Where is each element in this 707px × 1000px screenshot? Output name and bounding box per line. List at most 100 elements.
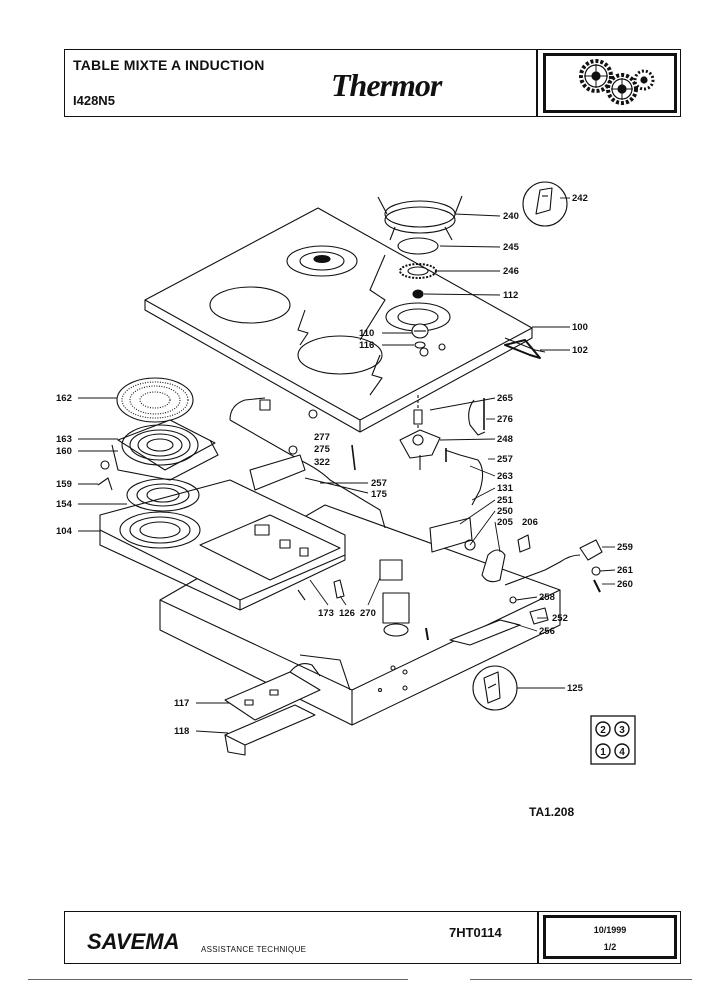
support-clip xyxy=(522,181,568,227)
part-label-270: 270 xyxy=(360,608,376,619)
part-label-252: 252 xyxy=(552,613,568,624)
gas-pipe xyxy=(444,449,484,506)
title-block: TABLE MIXTE A INDUCTION I428N5 Thermor xyxy=(64,49,681,117)
part-label-102: 102 xyxy=(572,345,588,356)
part-label-100: 100 xyxy=(572,322,588,333)
part-label-257-top: 257 xyxy=(497,454,513,465)
part-label-160: 160 xyxy=(56,446,72,457)
part-label-175: 175 xyxy=(371,489,388,500)
part-label-251: 251 xyxy=(497,495,514,506)
clamp-159 xyxy=(97,477,113,491)
part-label-173: 173 xyxy=(318,608,334,619)
position-circle xyxy=(614,743,630,759)
position-number: 2 xyxy=(600,725,606,736)
position-number: 3 xyxy=(619,725,625,736)
electronic-board xyxy=(199,514,410,637)
washer-277 xyxy=(308,409,318,419)
position-circle xyxy=(614,721,630,737)
date-box: 10/1999 1/2 xyxy=(543,915,677,959)
part-label-245: 245 xyxy=(503,242,520,253)
position-circle xyxy=(595,721,611,737)
bottom-rule xyxy=(28,979,408,980)
part-label-322: 322 xyxy=(314,457,330,468)
burner-position-key: 2 3 1 4 xyxy=(590,715,636,765)
injector xyxy=(412,289,424,299)
part-label-118: 118 xyxy=(174,726,189,737)
part-label-117: 117 xyxy=(174,698,189,709)
elbow-259 xyxy=(579,539,603,561)
part-label-263: 263 xyxy=(497,471,513,482)
footer-block: SAVEMA ASSISTANCE TECHNIQUE 7HT0114 10/1… xyxy=(64,911,681,964)
part-label-205: 205 xyxy=(497,517,514,528)
part-label-104: 104 xyxy=(56,526,73,537)
trim-strip xyxy=(504,339,541,359)
electrode xyxy=(351,444,356,471)
document-title: TABLE MIXTE A INDUCTION xyxy=(73,57,265,73)
position-circle xyxy=(595,743,611,759)
issue-date: 10/1999 xyxy=(593,925,627,935)
part-label-159: 159 xyxy=(56,479,72,490)
valve-body xyxy=(481,549,506,583)
induction-coil xyxy=(111,419,219,481)
part-label-206: 206 xyxy=(522,517,538,528)
part-label-261: 261 xyxy=(617,565,634,576)
part-label-126: 126 xyxy=(339,608,355,619)
part-label-242: 242 xyxy=(572,193,588,204)
company-name: SAVEMA xyxy=(87,929,180,954)
part-label-275: 275 xyxy=(314,444,331,455)
part-label-257-left: 257 xyxy=(371,478,387,489)
part-label-116: 116 xyxy=(359,340,374,351)
part-label-248: 248 xyxy=(497,434,513,445)
support-frame-118 xyxy=(224,704,316,756)
position-number: 1 xyxy=(600,747,606,758)
part-label-246: 246 xyxy=(503,266,519,277)
part-label-110: 110 xyxy=(359,328,374,339)
part-label-154: 154 xyxy=(56,499,73,510)
burner-head xyxy=(399,263,437,279)
gear-logo-icon xyxy=(579,59,655,105)
part-label-259: 259 xyxy=(617,542,633,553)
part-label-256: 256 xyxy=(539,626,555,637)
page-number: 1/2 xyxy=(603,942,617,952)
gas-inlet-pipe xyxy=(504,554,581,586)
company-subtitle: ASSISTANCE TECHNIQUE xyxy=(201,945,307,954)
part-label-240: 240 xyxy=(503,211,519,222)
thermocouple xyxy=(468,399,486,436)
gas-valve xyxy=(399,395,441,470)
part-label-265: 265 xyxy=(497,393,514,404)
part-label-125: 125 xyxy=(567,683,584,694)
part-label-276: 276 xyxy=(497,414,513,425)
bottom-rule xyxy=(470,979,692,980)
cooktop-plate xyxy=(144,207,546,433)
bracket-detail xyxy=(472,665,518,711)
connector-block xyxy=(249,454,306,491)
part-label-163: 163 xyxy=(56,434,72,445)
thermostat xyxy=(259,399,271,411)
coil-bracket-154 xyxy=(126,478,200,512)
glass-grid-162 xyxy=(116,377,194,423)
connector-126 xyxy=(333,579,345,599)
screw xyxy=(100,460,110,470)
control-knob xyxy=(411,323,429,349)
part-label-260: 260 xyxy=(617,579,633,590)
part-label-131: 131 xyxy=(497,483,514,494)
control-board-117 xyxy=(224,663,321,721)
position-number: 4 xyxy=(619,747,625,758)
header-divider xyxy=(536,50,538,116)
burner-spreader xyxy=(397,237,439,255)
part-label-112: 112 xyxy=(503,290,518,301)
part-label-250: 250 xyxy=(497,506,513,517)
document-number: 7HT0114 xyxy=(449,925,502,940)
brand-logo: Thermor xyxy=(331,67,442,103)
part-label-258: 258 xyxy=(539,592,555,603)
washer-322 xyxy=(288,445,298,455)
model-number: I428N5 xyxy=(73,93,115,108)
footer-divider xyxy=(537,912,539,963)
clamp-256 xyxy=(449,619,521,646)
diagram-reference: TA1.208 xyxy=(529,805,575,819)
pan-support xyxy=(377,195,463,241)
part-label-277: 277 xyxy=(314,432,330,443)
gear-logo-box xyxy=(543,53,677,113)
part-label-162: 162 xyxy=(56,393,72,404)
